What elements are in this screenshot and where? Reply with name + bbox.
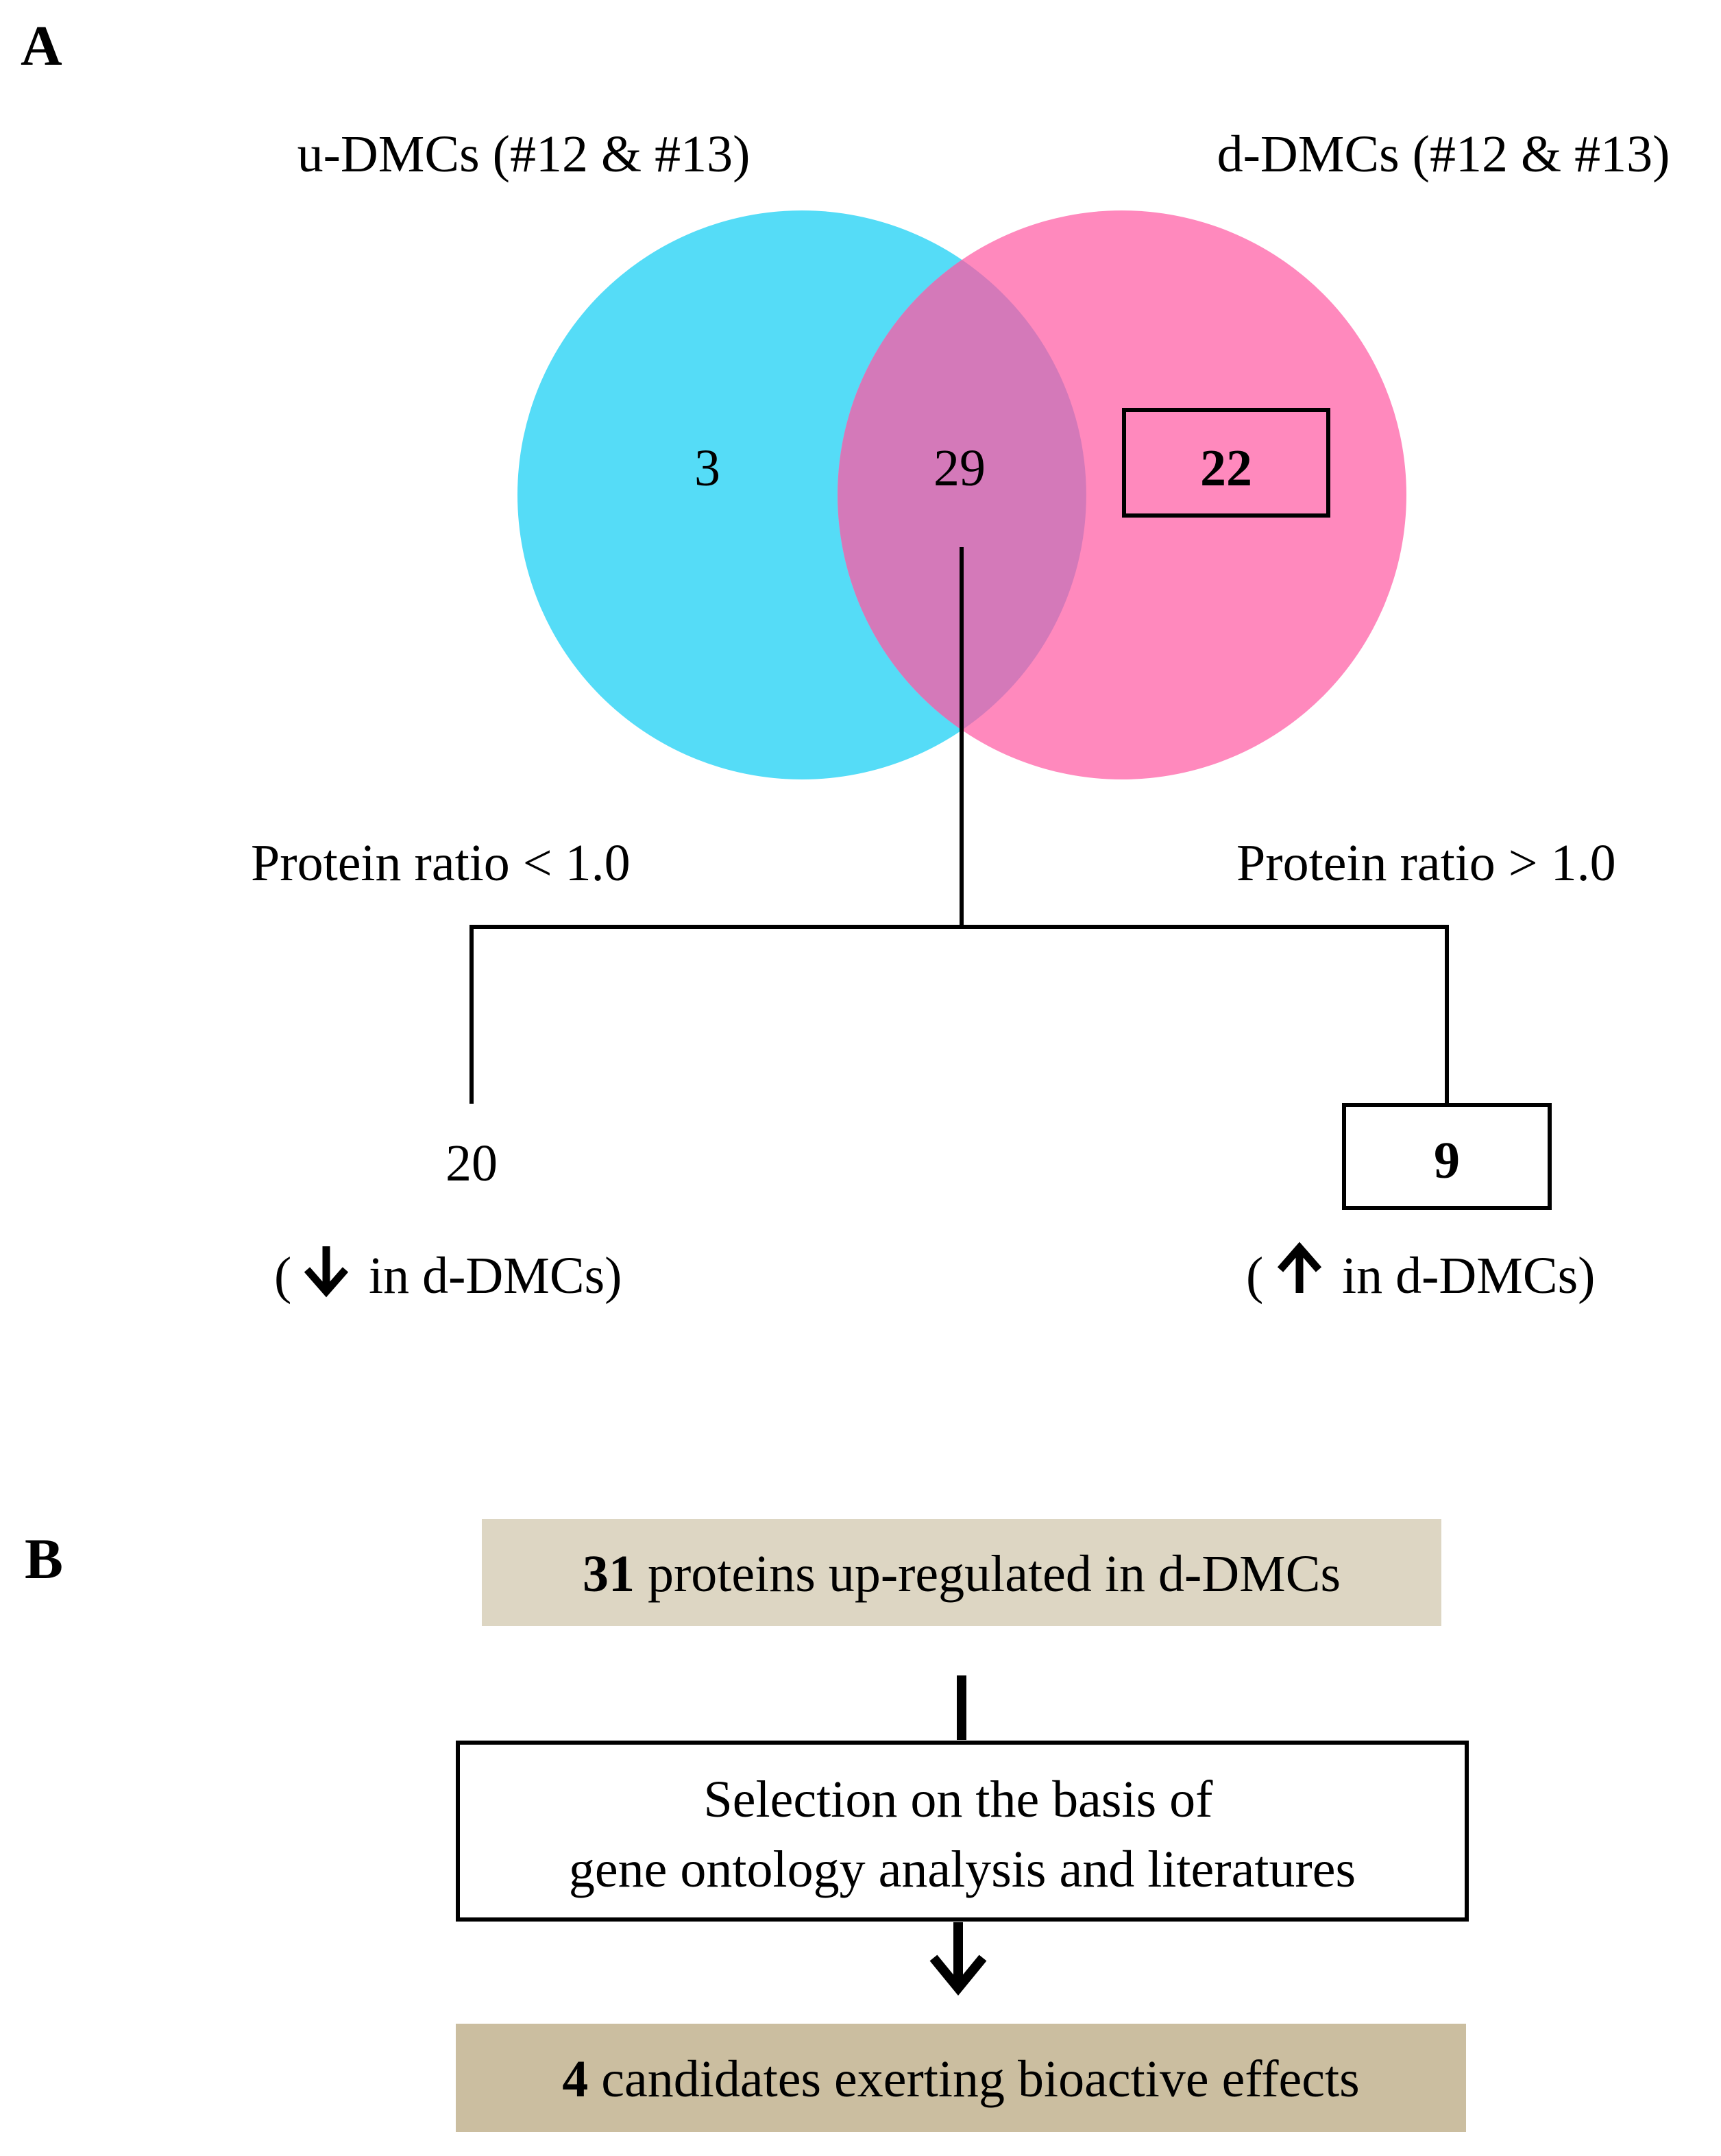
right-note-text: in d-DMCs) [1342, 1247, 1595, 1305]
right-note-open-paren: ( [1246, 1247, 1263, 1305]
panel-a-letter: A [21, 14, 62, 78]
right-only-count: 22 [1200, 439, 1252, 497]
step1-number: 31 [583, 1545, 635, 1603]
arrow-down-icon [304, 1246, 349, 1298]
step2-box [456, 1741, 1469, 1922]
right-branch-label: Protein ratio > 1.0 [1236, 834, 1616, 892]
left-only-count: 3 [694, 439, 720, 497]
branch-tree [469, 547, 1449, 1105]
step2-line2: gene ontology analysis and literatures [569, 1841, 1356, 1898]
right-set-label: d-DMCs (#12 & #13) [1217, 125, 1670, 183]
left-branch-note: ( in d-DMCs) [274, 1246, 622, 1305]
overlap-region [838, 260, 1086, 730]
left-branch-label: Protein ratio < 1.0 [251, 834, 631, 892]
right-branch-box [1342, 1103, 1552, 1210]
right-branch-count: 9 [1434, 1132, 1460, 1189]
right-branch-note: ( in d-DMCs) [1246, 1241, 1595, 1305]
step1-text: 31 proteins up-regulated in d-DMCs [583, 1545, 1341, 1603]
step3-label: candidates exerting bioactive effects [601, 2050, 1359, 2108]
step1-box [482, 1519, 1441, 1626]
panel-b-letter: B [25, 1527, 63, 1591]
intersection-count: 29 [933, 439, 986, 497]
left-note-open-paren: ( [274, 1247, 291, 1305]
step1-space [635, 1545, 648, 1603]
step2-arrow-down-icon [929, 1922, 987, 1996]
step2-line1: Selection on the basis of [704, 1771, 1214, 1828]
right-only-box [1122, 408, 1330, 518]
left-set-label: u-DMCs (#12 & #13) [297, 125, 750, 183]
arrow-up-icon [1277, 1241, 1322, 1293]
left-branch-count: 20 [445, 1135, 498, 1192]
step3-text: 4 candidates exerting bioactive effects [562, 2050, 1359, 2108]
step3-box [456, 2024, 1466, 2132]
step3-number: 4 [562, 2050, 588, 2108]
left-note-text: in d-DMCs) [369, 1247, 622, 1305]
step3-space [588, 2050, 601, 2108]
step1-label: proteins up-regulated in d-DMCs [648, 1545, 1341, 1603]
